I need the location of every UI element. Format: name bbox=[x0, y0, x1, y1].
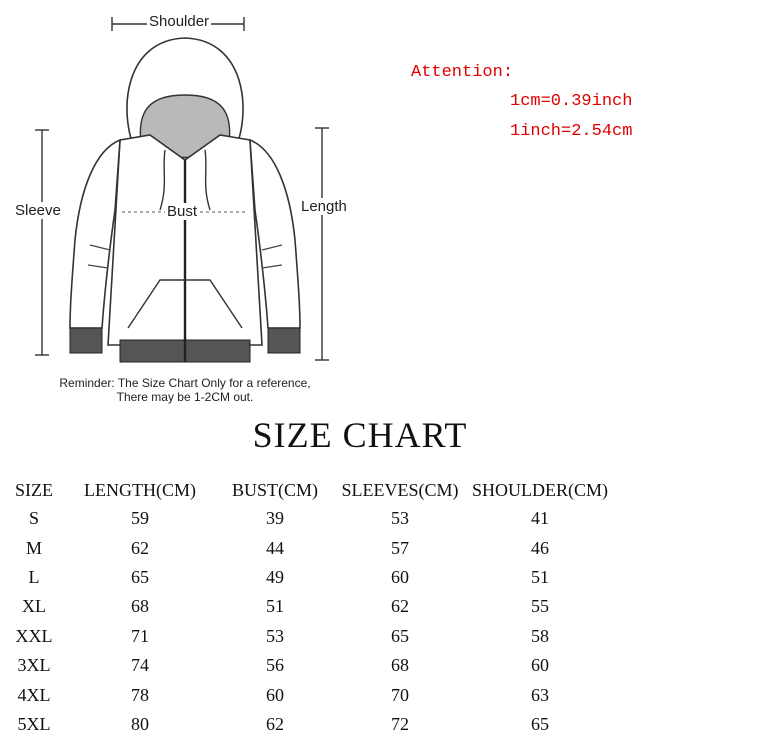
reminder-note: Reminder: The Size Chart Only for a refe… bbox=[40, 376, 330, 404]
cell-shoulder: 58 bbox=[531, 625, 549, 646]
cell-size: 3XL bbox=[17, 655, 51, 676]
cell-sleeves: 65 bbox=[391, 625, 409, 646]
cell-length: 74 bbox=[131, 655, 149, 676]
cell-length: 68 bbox=[131, 596, 149, 617]
cell-sleeves: 53 bbox=[391, 508, 409, 529]
cell-size: M bbox=[25, 537, 42, 558]
cell-bust: 53 bbox=[266, 625, 284, 646]
cell-size: 5XL bbox=[17, 713, 51, 734]
cell-shoulder: 60 bbox=[531, 655, 549, 676]
bust-label: Bust bbox=[165, 203, 200, 220]
header-size: SIZE bbox=[15, 479, 53, 500]
header-shoulder: SHOULDER(CM) bbox=[471, 479, 608, 500]
cell-shoulder: 55 bbox=[531, 596, 549, 617]
hoodie-measurement-diagram: Shoulder Sleeve Bust Length Reminder: Th… bbox=[0, 0, 400, 410]
cell-size: 4XL bbox=[17, 684, 51, 705]
size-chart-title: SIZE CHART bbox=[252, 415, 468, 455]
cell-sleeves: 57 bbox=[391, 537, 409, 558]
reminder-line-1: Reminder: The Size Chart Only for a refe… bbox=[59, 376, 311, 390]
table-row: S 59 39 53 41 bbox=[8, 504, 610, 533]
table-row: XXL 71 53 65 58 bbox=[8, 622, 610, 651]
cell-shoulder: 63 bbox=[531, 684, 549, 705]
cell-bust: 49 bbox=[266, 566, 284, 587]
attention-heading: Attention: bbox=[411, 63, 514, 82]
header-sleeves: SLEEVES(CM) bbox=[341, 479, 459, 500]
table-row: XL 68 51 62 55 bbox=[8, 592, 610, 621]
cell-bust: 44 bbox=[266, 537, 284, 558]
header-length: LENGTH(CM) bbox=[84, 479, 196, 500]
size-chart-table: SIZE LENGTH(CM) BUST(CM) SLEEVES(CM) SHO… bbox=[8, 476, 610, 739]
sleeve-label: Sleeve bbox=[13, 202, 63, 219]
cell-sleeves: 68 bbox=[391, 655, 409, 676]
cell-shoulder: 46 bbox=[531, 537, 549, 558]
hoodie-illustration bbox=[35, 17, 329, 363]
cell-length: 78 bbox=[131, 684, 149, 705]
header-bust: BUST(CM) bbox=[231, 479, 318, 500]
cell-size: XXL bbox=[15, 625, 53, 646]
table-header-row: SIZE LENGTH(CM) BUST(CM) SLEEVES(CM) SHO… bbox=[8, 476, 610, 504]
cell-bust: 51 bbox=[266, 596, 284, 617]
table-row: 4XL 78 60 70 63 bbox=[8, 680, 610, 709]
cell-shoulder: 51 bbox=[531, 566, 549, 587]
cell-length: 59 bbox=[131, 508, 149, 529]
table-row: 5XL 80 62 72 65 bbox=[8, 710, 610, 739]
cell-length: 62 bbox=[131, 537, 149, 558]
shoulder-label: Shoulder bbox=[147, 13, 212, 30]
cell-length: 71 bbox=[131, 625, 149, 646]
cell-bust: 60 bbox=[266, 684, 284, 705]
cell-sleeves: 62 bbox=[391, 596, 409, 617]
cell-bust: 56 bbox=[266, 655, 284, 676]
table-row: 3XL 74 56 68 60 bbox=[8, 651, 610, 680]
table-row: L 65 49 60 51 bbox=[8, 563, 610, 592]
cell-bust: 62 bbox=[266, 713, 284, 734]
cell-length: 80 bbox=[131, 713, 149, 734]
conversion-inch-to-cm: 1inch=2.54cm bbox=[510, 122, 633, 141]
cell-shoulder: 65 bbox=[531, 713, 549, 734]
cell-sleeves: 72 bbox=[391, 713, 409, 734]
conversion-cm-to-inch: 1cm=0.39inch bbox=[510, 92, 633, 111]
cell-sleeves: 60 bbox=[391, 566, 409, 587]
reminder-line-2: There may be 1-2CM out. bbox=[116, 390, 254, 404]
table-row: M 62 44 57 46 bbox=[8, 533, 610, 562]
cell-shoulder: 41 bbox=[531, 508, 549, 529]
cell-length: 65 bbox=[131, 566, 149, 587]
cell-sleeves: 70 bbox=[391, 684, 409, 705]
cell-size: S bbox=[28, 508, 39, 529]
cell-size: XL bbox=[22, 596, 46, 617]
cell-bust: 39 bbox=[266, 508, 284, 529]
cell-size: L bbox=[28, 566, 40, 587]
length-label: Length bbox=[299, 198, 349, 215]
